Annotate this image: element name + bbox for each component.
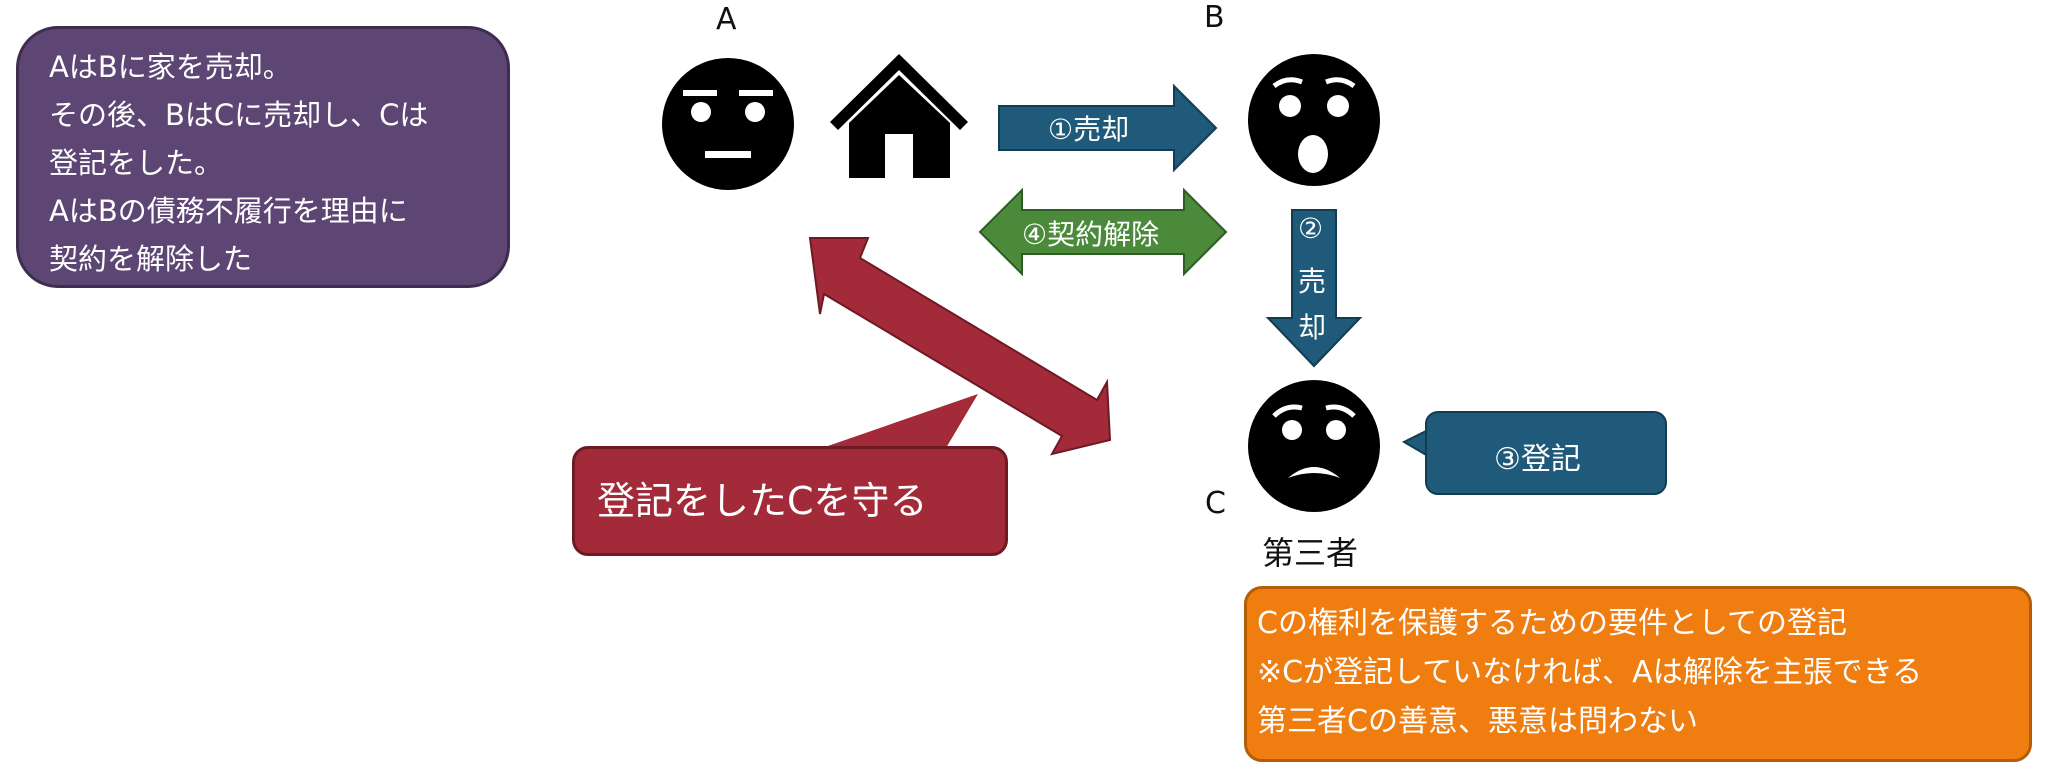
house-icon	[830, 54, 968, 178]
premise-line: AはBの債務不履行を理由に	[49, 194, 408, 228]
requirement-box: Cの権利を保護するための要件としての登記 ※Cが登記していなければ、Aは解除を主…	[1244, 586, 2032, 762]
label-c: C	[1205, 486, 1226, 521]
protect-text: 登記をしたCを守る	[597, 479, 928, 523]
registration-callout	[1401, 411, 1667, 495]
neutral-face-icon	[662, 58, 794, 190]
protect-callout-tail	[822, 394, 978, 448]
protect-box: 登記をしたCを守る	[572, 446, 1008, 556]
premise-line: 契約を解除した	[49, 242, 253, 276]
label-b: B	[1204, 0, 1225, 35]
premise-box: AはBに家を売却。 その後、BはCに売却し、Cは 登記をした。 AはBの債務不履…	[16, 26, 510, 288]
requirement-line: ※Cが登記していなければ、Aは解除を主張できる	[1257, 655, 1923, 690]
surprised-face-icon	[1248, 54, 1380, 186]
sale2-label-2: 売	[1298, 265, 1327, 298]
premise-line: AはBに家を売却。	[49, 50, 292, 84]
sale-arrow-2	[1265, 209, 1363, 368]
protection-double-arrow	[808, 237, 1112, 456]
sale2-label-1: ②	[1298, 212, 1324, 245]
premise-line: 登記をした。	[49, 146, 224, 180]
sale1-label: ①売却	[1048, 113, 1130, 146]
worried-face-icon	[1248, 380, 1380, 512]
requirement-line: 第三者Cの善意、悪意は問わない	[1257, 704, 1698, 739]
rescission-label: ④契約解除	[1022, 218, 1160, 251]
sale2-label-3: 却	[1298, 311, 1327, 344]
registration-label: ③登記	[1494, 442, 1581, 477]
rescission-arrow	[978, 187, 1228, 277]
requirement-line: Cの権利を保護するための要件としての登記	[1257, 606, 1848, 641]
label-a: A	[716, 2, 737, 37]
sale-arrow-1	[998, 83, 1218, 173]
label-third-party: 第三者	[1262, 534, 1359, 572]
premise-line: その後、BはCに売却し、Cは	[49, 98, 429, 132]
